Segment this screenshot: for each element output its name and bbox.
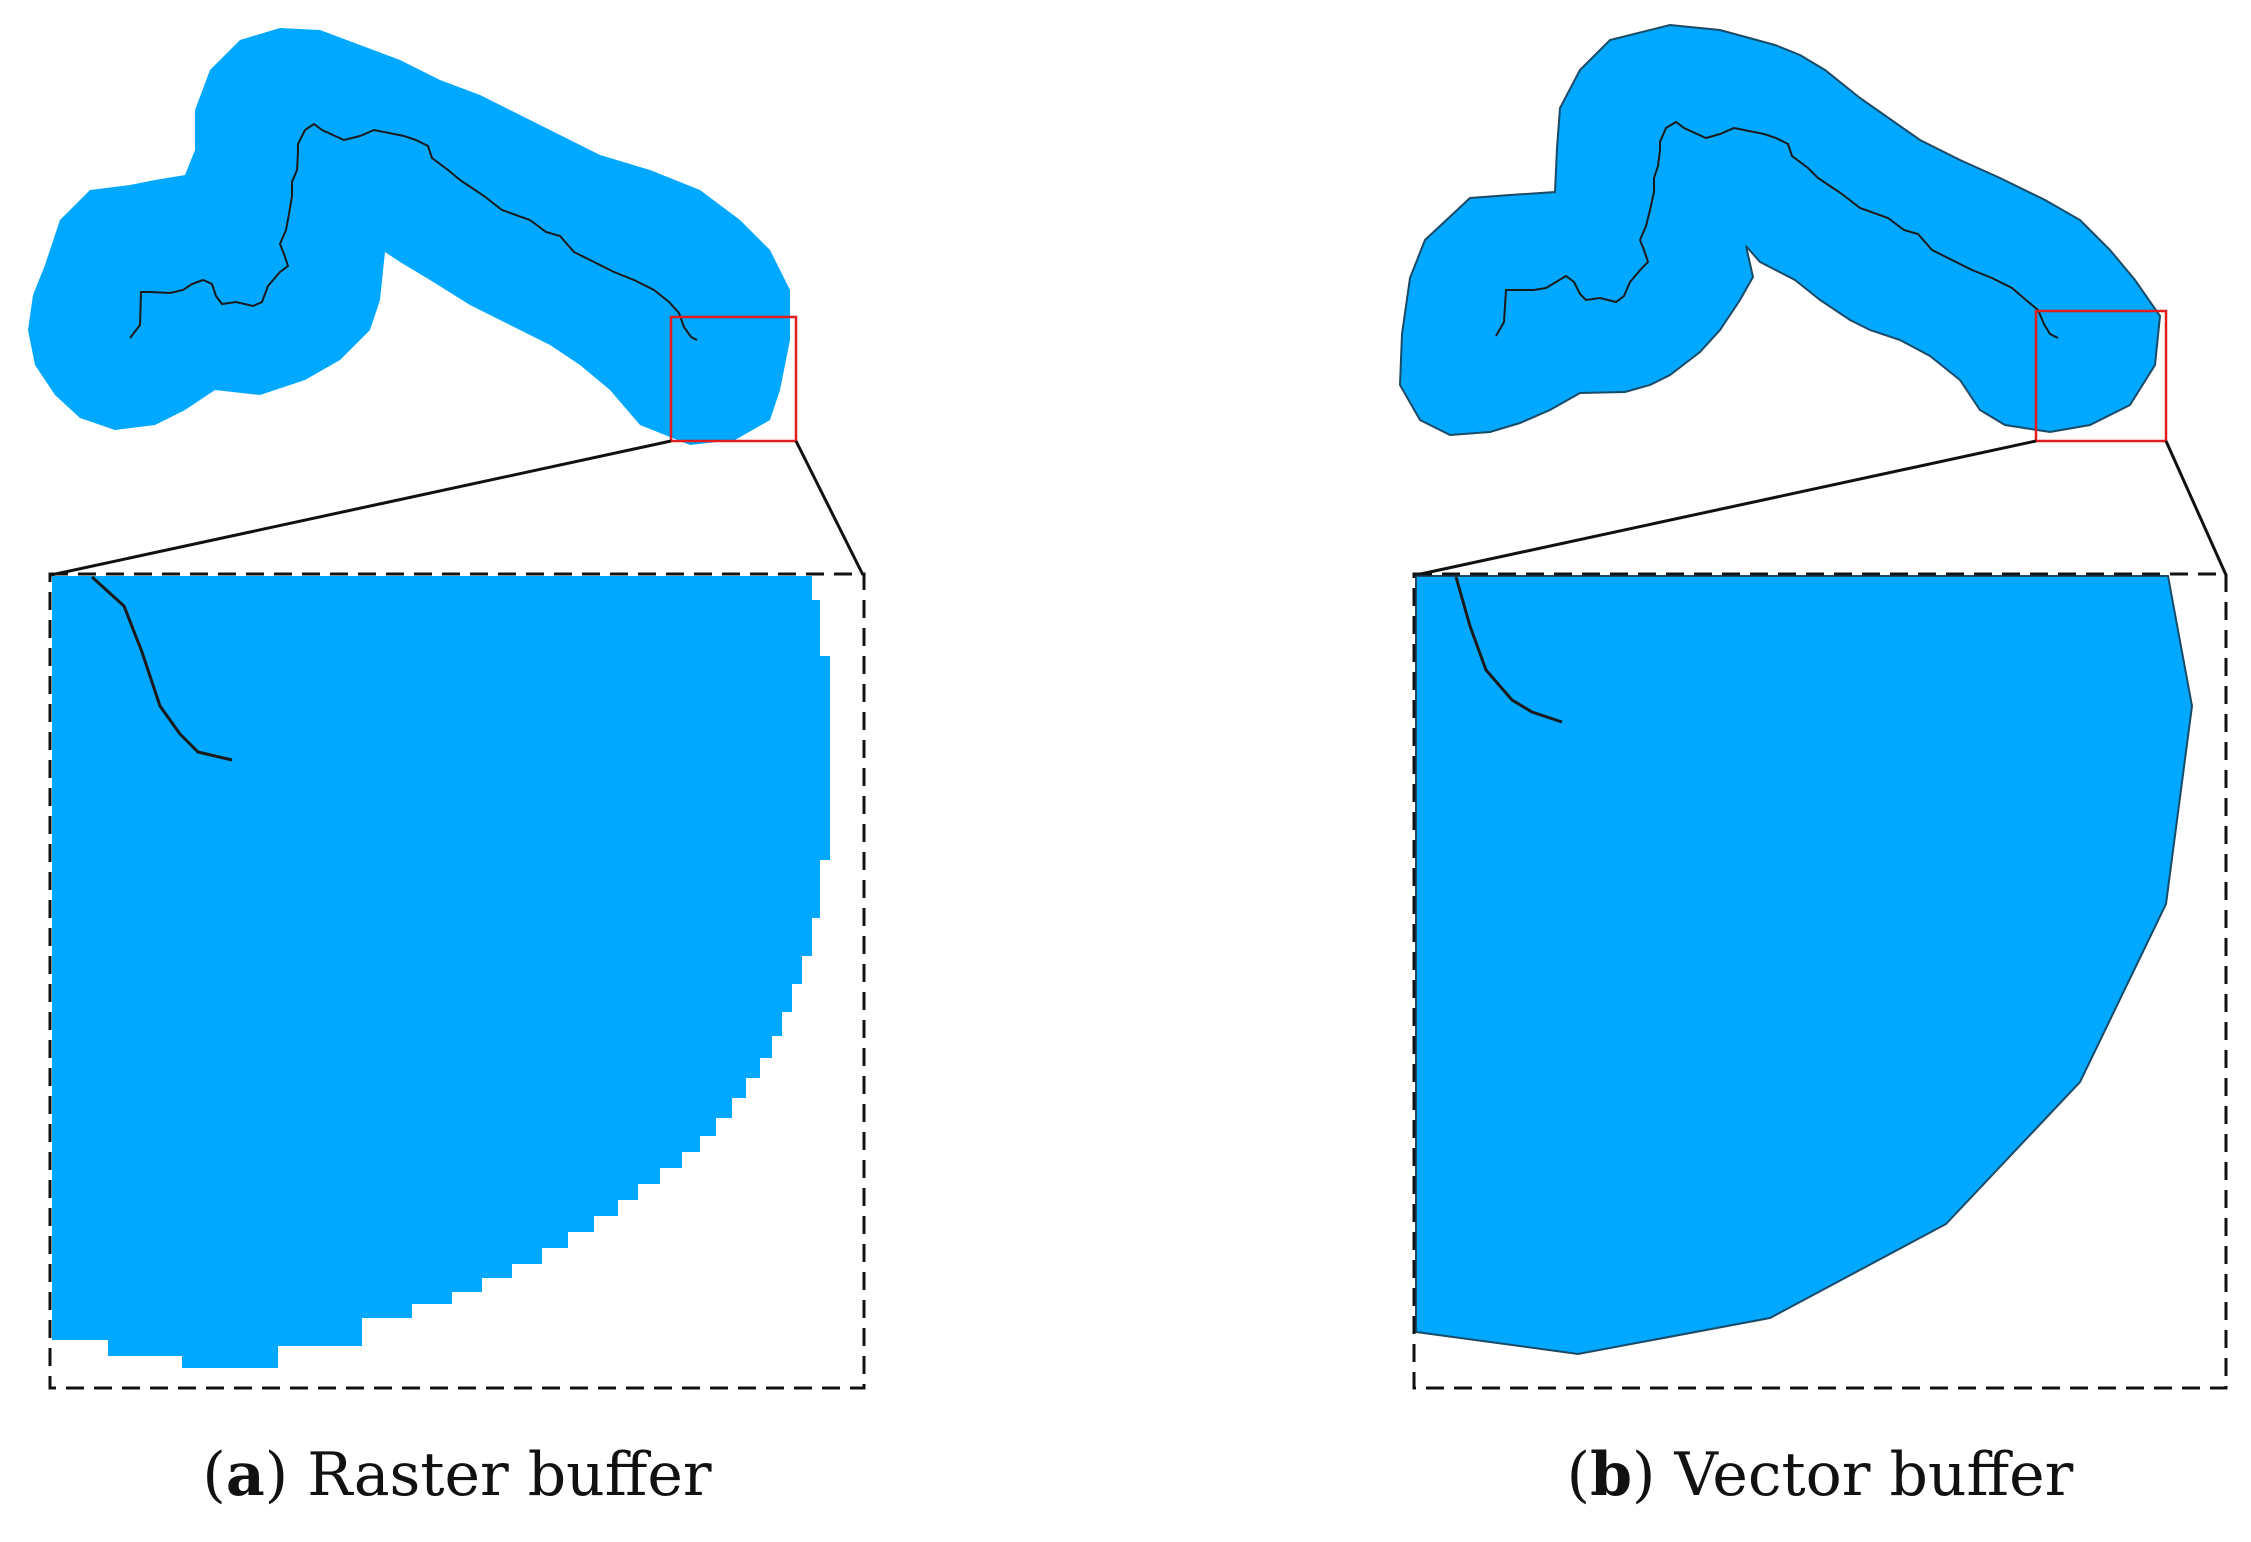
river-line [129, 122, 698, 341]
caption-panel-a: (a) Raster buffer [202, 1440, 712, 1510]
panel-vector-buffer [1398, 23, 2228, 1390]
river-line-inset [90, 575, 233, 762]
caption-label: Raster buffer [307, 1440, 712, 1510]
leader-line-right [794, 440, 865, 576]
leader-line-left [50, 439, 672, 577]
caption-panel-b: (b) Vector buffer [1566, 1440, 2074, 1510]
caption-letter: a [225, 1440, 265, 1510]
leader-line-right [2164, 440, 2228, 576]
caption-label: Vector buffer [1674, 1440, 2074, 1510]
vector-buffer-shape [1398, 23, 2162, 437]
vector-inset-shape [1415, 575, 2194, 1356]
caption-letter: b [1590, 1440, 1633, 1510]
inset-border [48, 572, 866, 1390]
inset-border [1412, 572, 2228, 1390]
leader-line-left [1415, 439, 2037, 577]
river-line [1495, 120, 2059, 339]
raster-inset-shape [52, 576, 830, 1368]
panel-raster-buffer [28, 28, 866, 1390]
zoom-box [2034, 309, 2168, 443]
raster-buffer-shape [28, 28, 790, 445]
river-line-inset [1454, 576, 1563, 724]
zoom-box [669, 315, 798, 443]
